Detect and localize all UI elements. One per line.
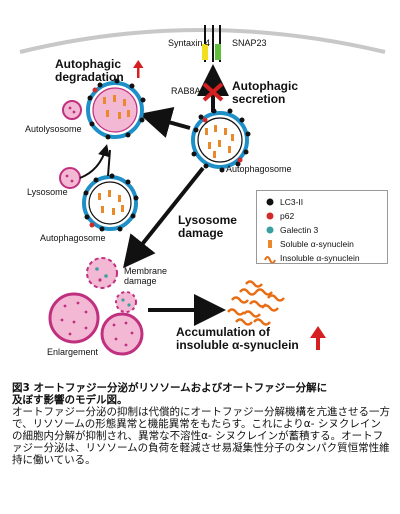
legend-item-galectin3: Galectin 3 — [264, 223, 387, 236]
legend: LC3-II p62 Galectin 3 Soluble α-synuclei… — [256, 190, 388, 264]
model-diagram — [19, 25, 386, 356]
orange-bar-icon — [268, 239, 272, 248]
lysosome-label: Lysosome — [27, 187, 68, 197]
lysosome-small-top — [62, 100, 82, 120]
legend-label: LC3-II — [280, 196, 304, 207]
legend-label: Insoluble α-synuclein — [280, 252, 360, 263]
damaged-lysosome-small — [115, 291, 137, 313]
snap23-label: SNAP23 — [232, 38, 267, 48]
autophagosome-left — [82, 173, 139, 232]
autolysosome-label: Autolysosome — [25, 124, 82, 134]
orange-squiggle-icon — [264, 255, 276, 263]
degradation-arrow — [139, 107, 191, 138]
up-arrow-icon — [133, 60, 144, 78]
caption-title-line1: 図3 オートファジー分泌がリソソームおよびオートファジー分解に — [12, 382, 328, 394]
insoluble-aggregates — [227, 280, 285, 326]
syntaxin-label: Syntaxin 4 — [168, 38, 211, 48]
inhibition-x — [202, 82, 224, 102]
autophagic-degradation-label: Autophagic degradation — [55, 57, 124, 84]
autophagic-secretion-label: Autophagic secretion — [232, 79, 298, 106]
teal-dot-icon — [266, 226, 274, 233]
rab8a-label: RAB8A — [171, 86, 201, 96]
legend-label: Soluble α-synuclein — [280, 238, 354, 249]
lysosome-damage-label: Lysosome damage — [178, 213, 237, 240]
autolysosome — [86, 78, 146, 140]
legend-item-lc3: LC3-II — [264, 195, 387, 208]
enlarged-lysosome-1 — [48, 292, 100, 344]
enlarged-lysosome-2 — [100, 312, 144, 356]
snare-complex — [202, 25, 221, 62]
lysosome — [59, 167, 81, 189]
fusion-arrow — [79, 144, 110, 179]
accumulation-label: Accumulation of insoluble α-synuclein — [176, 325, 299, 352]
autophagosome-right-label: Autophagosome — [226, 164, 292, 174]
plasma-membrane — [19, 28, 386, 54]
enlargement-label: Enlargement — [47, 347, 99, 357]
caption-title-line2: 及ぼす影響のモデル図。 — [12, 394, 128, 406]
damaged-lysosome — [86, 257, 118, 289]
autophagosome-left-label: Autophagosome — [40, 233, 106, 243]
legend-item-insoluble: Insoluble α-synuclein — [264, 251, 387, 264]
red-dot-icon — [266, 212, 274, 219]
figure-caption: 図3 オートファジー分泌がリソソームおよびオートファジー分解に 及ぼす影響のモデ… — [12, 382, 390, 466]
legend-item-soluble: Soluble α-synuclein — [264, 237, 387, 250]
up-arrow-icon — [310, 326, 326, 350]
legend-label: Galectin 3 — [280, 224, 319, 235]
legend-label: p62 — [280, 210, 295, 221]
legend-item-p62: p62 — [264, 209, 387, 222]
membrane-damage-label: Membrane damage — [124, 266, 168, 286]
damage-arrow — [123, 166, 205, 269]
black-dot-icon — [266, 198, 274, 205]
autophagosome-right — [191, 108, 251, 173]
caption-body: オートファジー分泌の抑制は代償的にオートファジー分解機構を亢進させる一方で、リソ… — [12, 406, 390, 466]
